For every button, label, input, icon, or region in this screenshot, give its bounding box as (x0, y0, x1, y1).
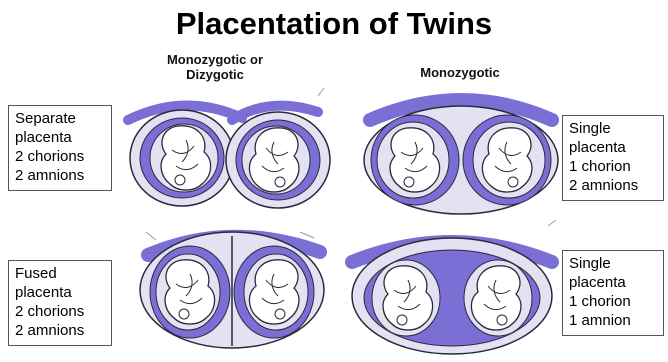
separate-placenta-diagram (128, 105, 330, 208)
single-placenta-one-amnion-diagram (352, 238, 552, 354)
single-placenta-two-amnions-diagram (364, 100, 558, 214)
fused-placenta-diagram (140, 232, 324, 348)
